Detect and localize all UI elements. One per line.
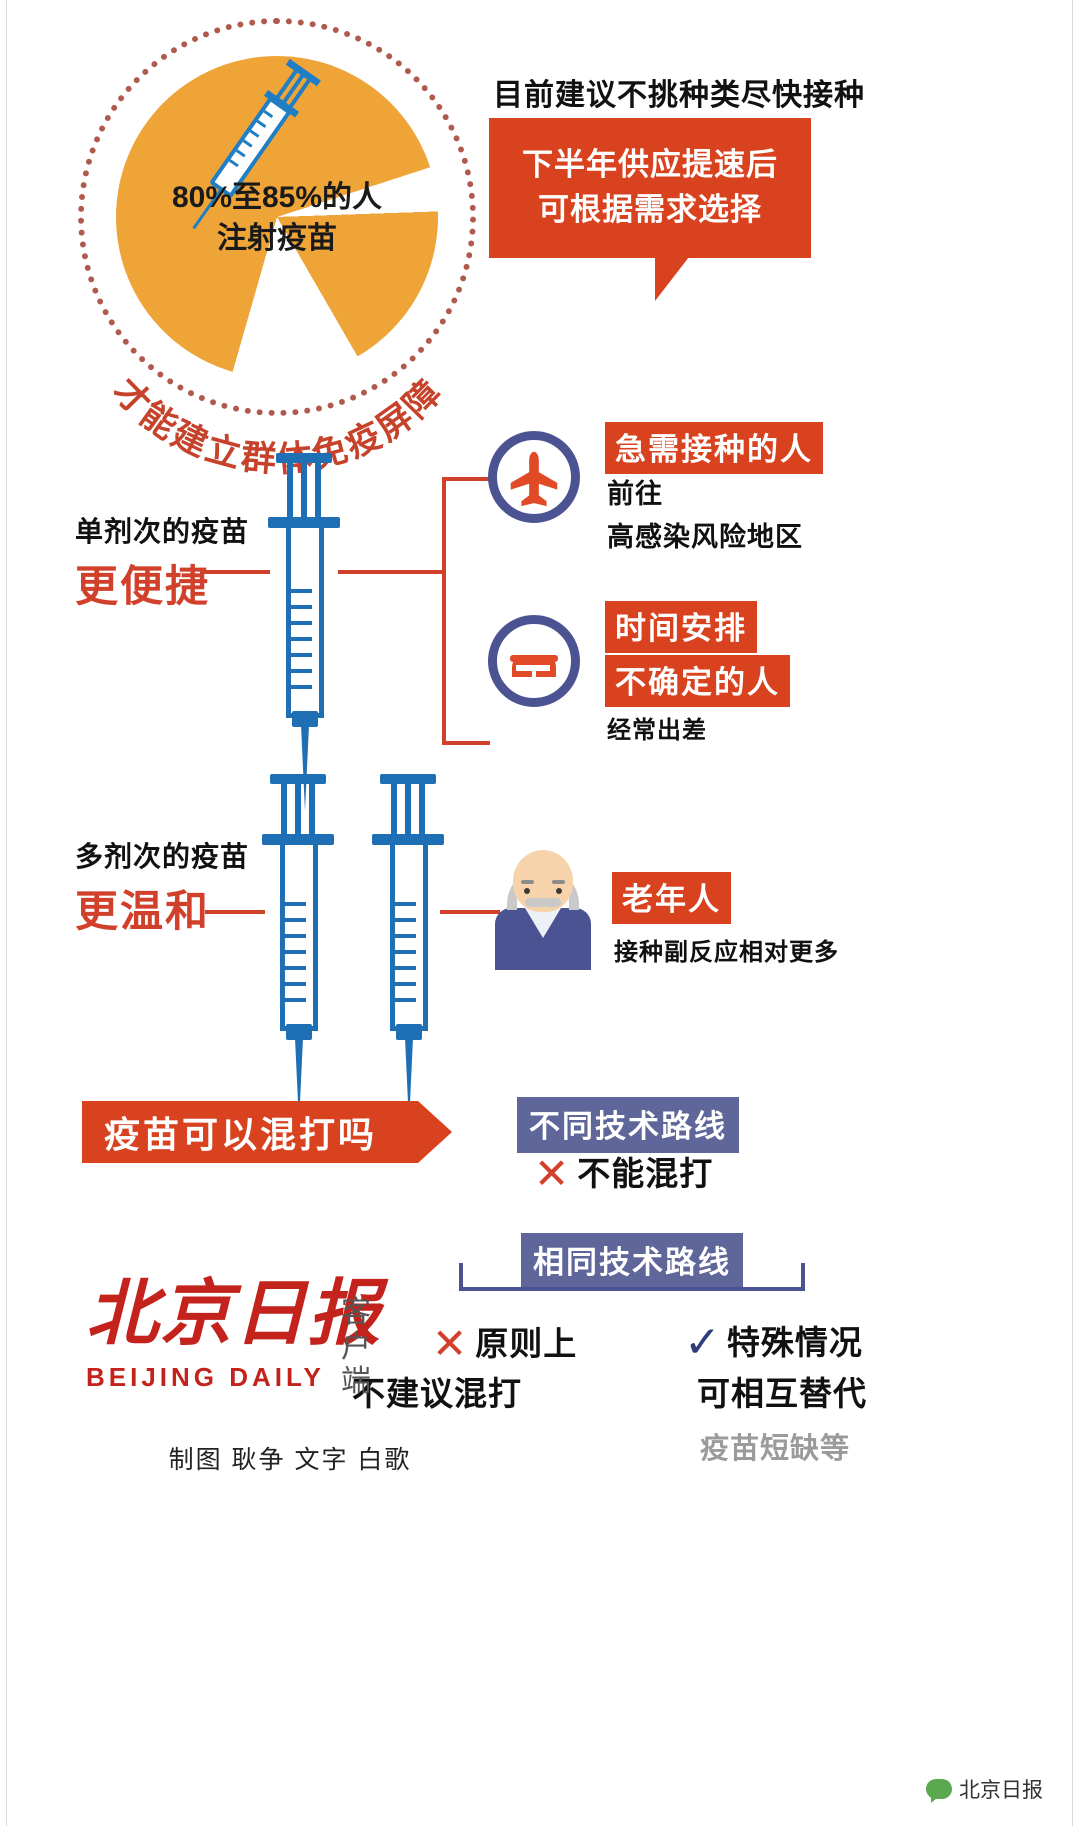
multi-dose-caption-top: 多剂次的疫苗 [75, 841, 250, 872]
train-icon [488, 615, 580, 707]
schedule-tag-line-1: 时间安排 [605, 601, 757, 653]
different-route-answer-text: 不能混打 [577, 1155, 714, 1193]
option-2-note: 疫苗短缺等 [700, 1433, 851, 1465]
same-route-bracket-h [459, 1287, 805, 1291]
same-route-bracket-left [459, 1263, 463, 1291]
arc-caption: 才能建立群体免疫屏障 [60, 296, 496, 480]
logo-english: BEIJING DAILY [86, 1362, 325, 1392]
option-2-line-2: 可相互替代 [697, 1375, 867, 1412]
option-1-line-1: 原则上 [475, 1325, 578, 1363]
donut-action-text: 注射疫苗 [217, 221, 337, 255]
option-1-line-2: 不建议混打 [352, 1375, 522, 1412]
elderly-desc: 接种副反应相对更多 [614, 939, 839, 966]
donut-caption: 80%至85%的人 注射疫苗 [116, 178, 438, 259]
urgent-tag: 急需接种的人 [605, 422, 823, 474]
cross-icon-2: ✕ [432, 1320, 468, 1367]
connector-vertical [442, 477, 446, 745]
urgent-tag-wrap: 急需接种的人 [605, 422, 823, 474]
bubble-tail [655, 257, 689, 301]
elderly-person-icon [495, 850, 591, 970]
single-syringe-icon [268, 453, 340, 811]
wechat-account: 北京日报 [926, 1774, 1043, 1804]
credits-line: 制图 耿争 文字 白歌 [168, 1446, 412, 1474]
cross-icon: ✕ [534, 1150, 570, 1197]
urgent-desc-1: 前往 [607, 479, 663, 509]
option-2-line-1: 特殊情况 [726, 1324, 863, 1362]
donut-percent-text: 80%至85%的人 [171, 181, 383, 214]
wechat-name: 北京日报 [959, 1779, 1043, 1802]
single-dose-caption: 单剂次的疫苗 更便捷 [75, 510, 249, 614]
beijing-daily-logo: 北京日报 BEIJING DAILY 客户端 [86, 1274, 383, 1398]
schedule-tag-wrap-2: 不确定的人 [605, 655, 790, 707]
wechat-icon [926, 1779, 952, 1803]
check-icon: ✓ [684, 1318, 721, 1367]
multi-dose-section: 多剂次的疫苗 更温和 [0, 760, 1079, 1124]
supply-bubble: 下半年供应提速后 可根据需求选择 [489, 118, 811, 258]
different-route-tag-wrap: 不同技术路线 [517, 1097, 739, 1153]
multi-connector-right [440, 910, 500, 914]
same-route-option-1: ✕ 原则上 [432, 1323, 577, 1365]
herd-immunity-donut: 80%至85%的人 注射疫苗 [78, 18, 478, 418]
same-route-tag-wrap: 相同技术路线 [521, 1233, 743, 1289]
schedule-tag-wrap-1: 时间安排 [605, 601, 757, 653]
right-edge-rule [1072, 0, 1073, 1826]
elderly-tag: 老年人 [612, 872, 731, 924]
multi-dose-caption: 多剂次的疫苗 更温和 [75, 835, 249, 939]
schedule-tag-line-2: 不确定的人 [605, 655, 790, 707]
multi-syringe-icon-2 [372, 774, 444, 1124]
same-route-tag: 相同技术路线 [521, 1233, 743, 1289]
headline-text: 目前建议不挑种类尽快接种 [493, 79, 865, 112]
connector-branch-1 [442, 477, 490, 481]
same-route-bracket-right [801, 1263, 805, 1291]
multi-syringe-icon-1 [262, 774, 334, 1124]
urgent-desc-2: 高感染风险地区 [607, 522, 803, 552]
single-dose-caption-top: 单剂次的疫苗 [75, 516, 250, 547]
same-route-option-2: ✓ 特殊情况 [684, 1321, 863, 1365]
schedule-desc: 经常出差 [607, 717, 707, 744]
airplane-icon [488, 431, 580, 523]
single-dose-caption-big: 更便捷 [75, 563, 210, 611]
different-route-tag: 不同技术路线 [517, 1097, 739, 1153]
elderly-tag-wrap: 老年人 [612, 872, 731, 924]
single-dose-section: 单剂次的疫苗 更便捷 [0, 415, 1079, 811]
bubble-line-2: 可根据需求选择 [538, 192, 762, 227]
dotted-ring [78, 18, 476, 416]
connector-left [200, 570, 270, 574]
multi-dose-caption-big: 更温和 [75, 888, 210, 936]
left-edge-rule [6, 0, 7, 1826]
mixing-section: 疫苗可以混打吗 不同技术路线 ✕ 不能混打 相同技术路线 ✕ 原则上 不建议混打… [0, 1095, 1079, 1545]
mixing-question-banner: 疫苗可以混打吗 [82, 1101, 452, 1163]
multi-connector-left [205, 910, 265, 914]
bubble-line-1: 下半年供应提速后 [522, 147, 778, 183]
logo-chinese: 北京日报 [86, 1274, 383, 1354]
connector-trunk [338, 570, 446, 574]
different-route-answer: ✕ 不能混打 [534, 1153, 713, 1195]
logo-side-text: 客户端 [341, 1296, 371, 1398]
connector-branch-2 [442, 741, 490, 745]
